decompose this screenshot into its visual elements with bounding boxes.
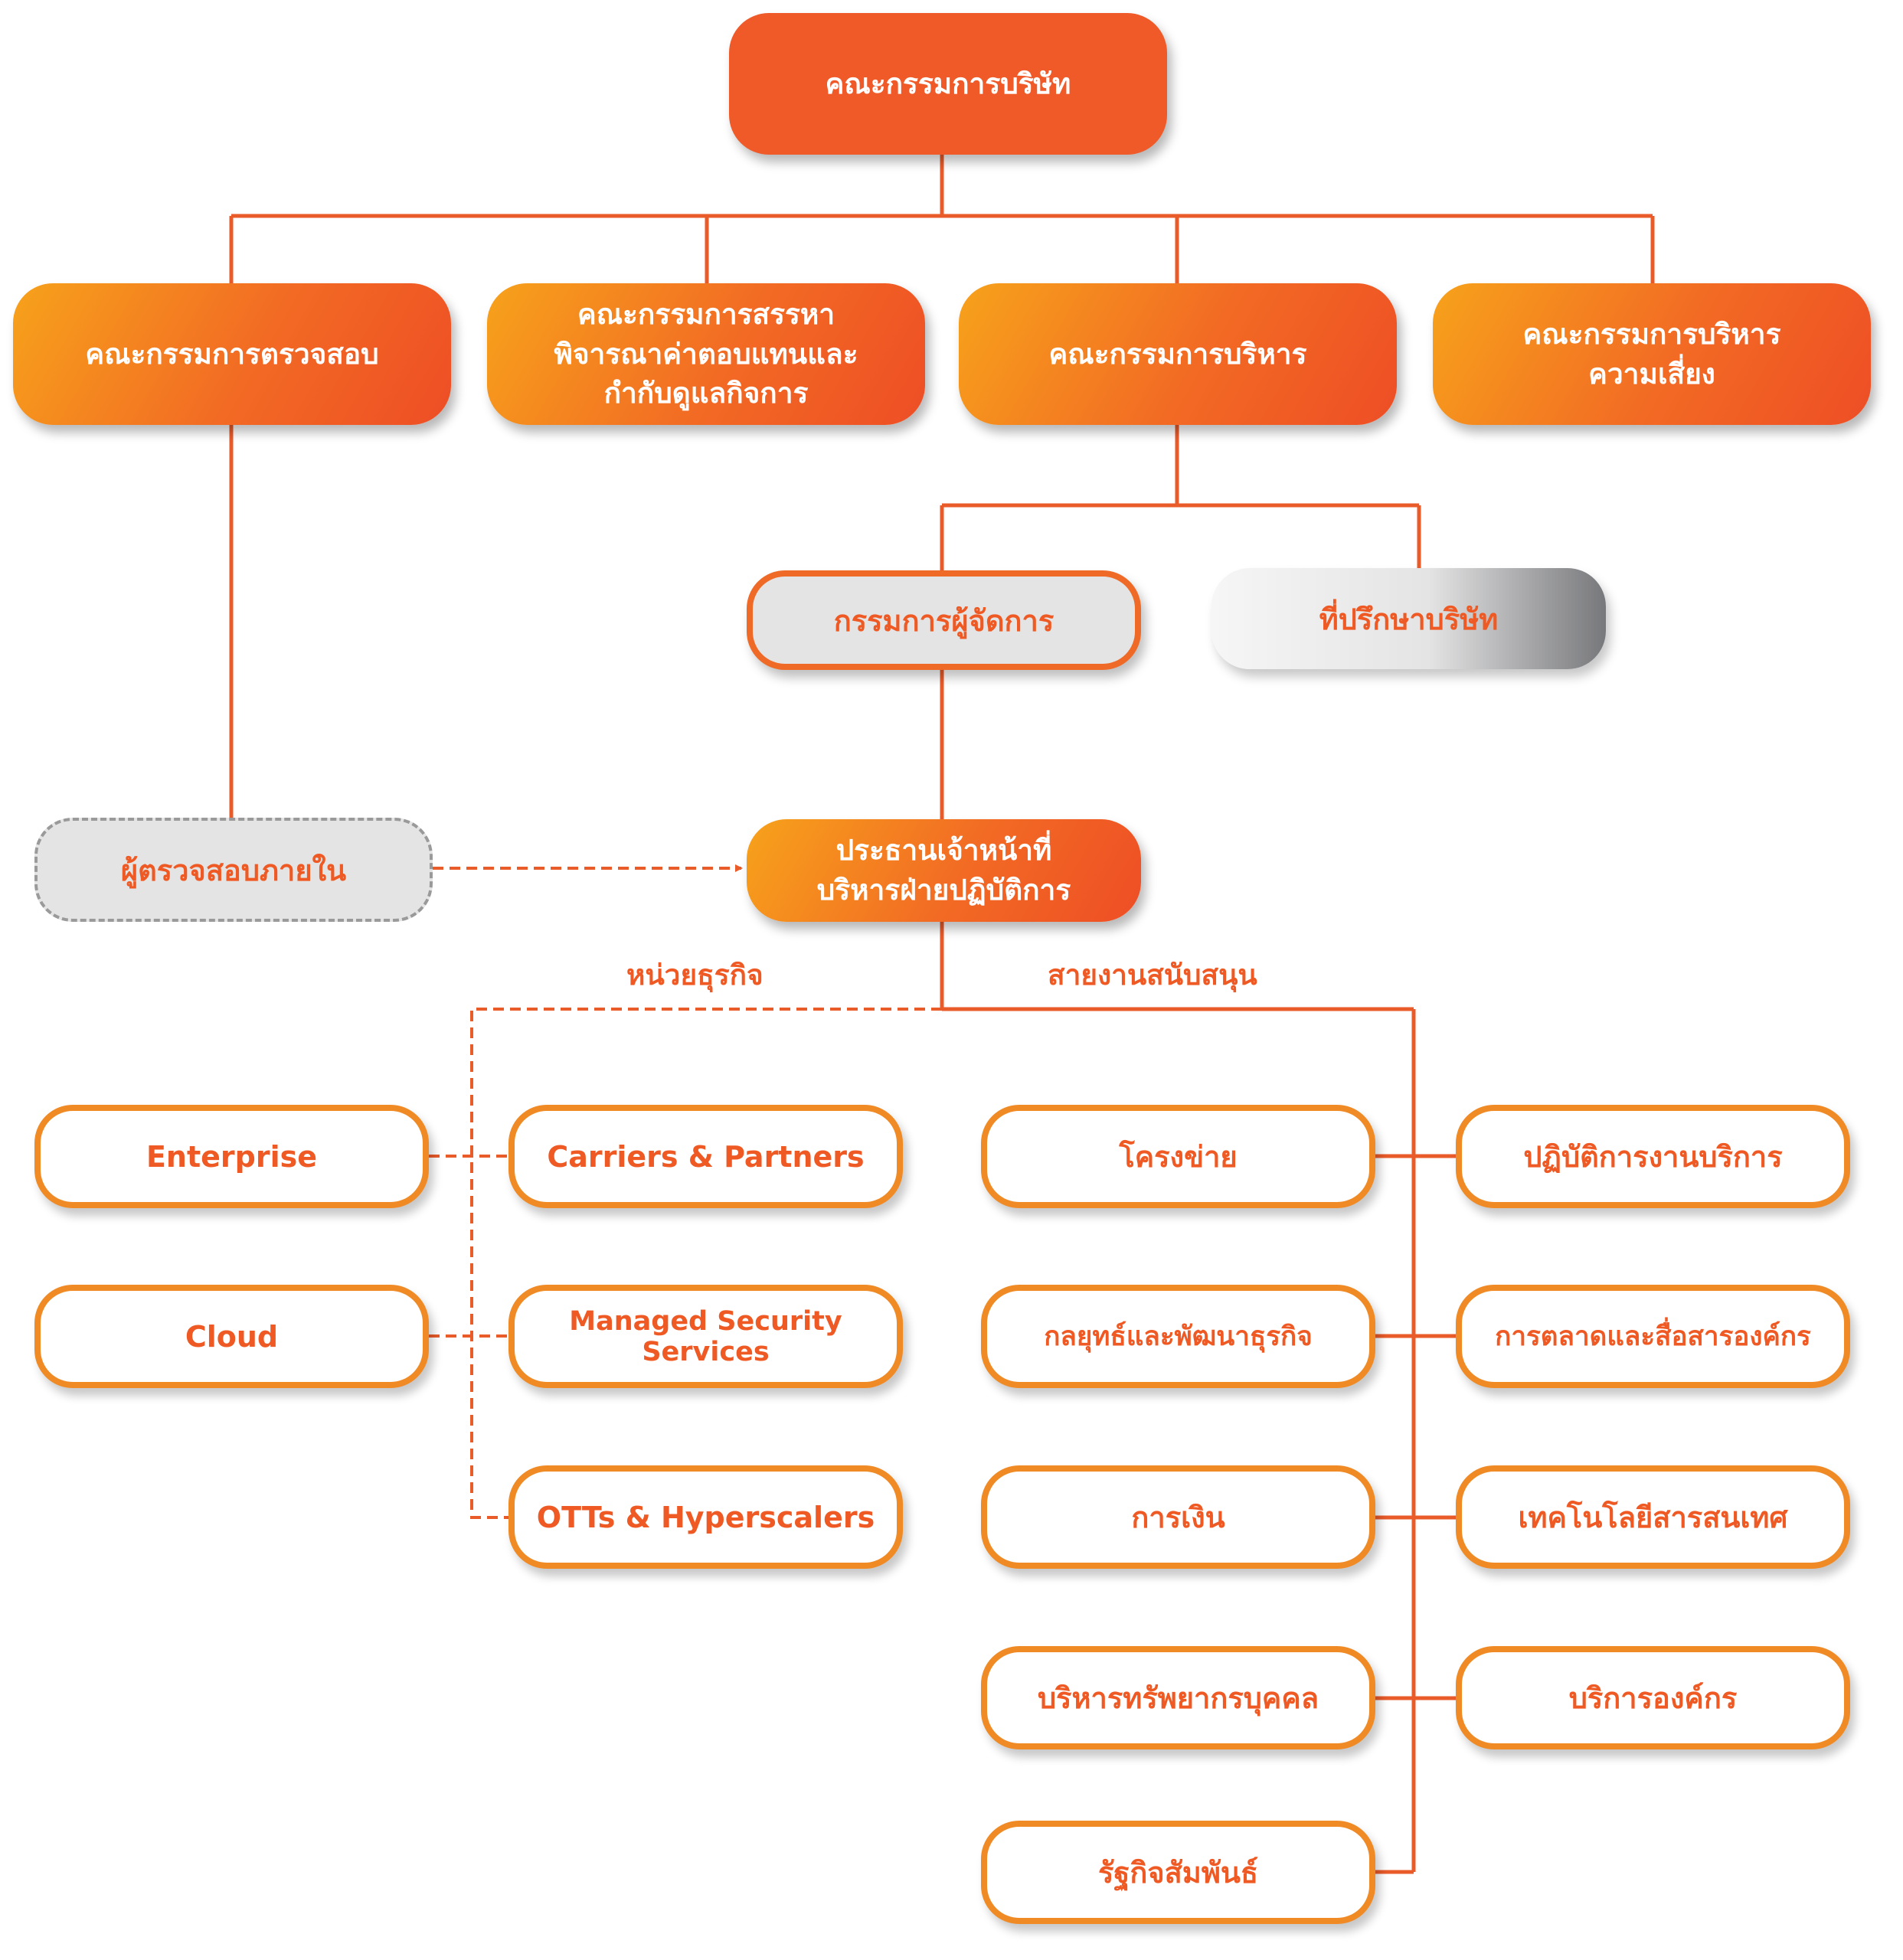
board-node: คณะกรรมการบริษัท — [729, 13, 1167, 155]
committee-audit: คณะกรรมการตรวจสอบ — [13, 283, 451, 425]
coo-to-support-line — [940, 920, 1416, 1874]
business-unit-dashed-line — [429, 1008, 942, 1519]
business-units-label: หน่วยธุรกิจ — [626, 959, 763, 991]
committee-executive: คณะกรรมการบริหาร — [959, 283, 1397, 425]
support-government-relations: รัฐกิจสัมพันธ์ — [981, 1821, 1375, 1924]
bu-cloud: Cloud — [34, 1285, 429, 1388]
support-marketing-communications: การตลาดและสื่อสารองค์กร — [1456, 1285, 1850, 1388]
bu-otts-hyperscalers: OTTs & Hyperscalers — [508, 1465, 903, 1569]
support-functions-label: สายงานสนับสนุน — [1048, 959, 1257, 991]
internal-auditor-node: ผู้ตรวจสอบภายใน — [34, 818, 433, 922]
bu-carriers-partners: Carriers & Partners — [508, 1105, 903, 1208]
support-row-connectors — [1375, 1154, 1456, 1700]
support-service-operations: ปฏิบัติการงานบริการ — [1456, 1105, 1850, 1208]
exec-to-md-advisor-line — [940, 423, 1421, 573]
committee-nomination: คณะกรรมการสรรหา พิจารณาค่าตอบแทนและ กำกั… — [487, 283, 925, 425]
support-corporate-services: บริการองค์กร — [1456, 1646, 1850, 1749]
bu-enterprise: Enterprise — [34, 1105, 429, 1208]
support-human-resources: บริหารทรัพยากรบุคคล — [981, 1646, 1375, 1749]
support-finance: การเงิน — [981, 1465, 1375, 1569]
support-information-technology: เทคโนโลยีสารสนเทศ — [1456, 1465, 1850, 1569]
advisor-node: ที่ปรึกษาบริษัท — [1211, 568, 1606, 669]
committee-risk: คณะกรรมการบริหาร ความเสี่ยง — [1433, 283, 1871, 425]
support-strategy: กลยุทธ์และพัฒนาธุรกิจ — [981, 1285, 1375, 1388]
board-to-committees-line — [229, 153, 1655, 285]
coo-node: ประธานเจ้าหน้าที่ บริหารฝ่ายปฏิบัติการ — [747, 819, 1141, 922]
managing-director-node: กรรมการผู้จัดการ — [747, 570, 1141, 670]
bu-managed-security: Managed Security Services — [508, 1285, 903, 1388]
support-network: โครงข่าย — [981, 1105, 1375, 1208]
